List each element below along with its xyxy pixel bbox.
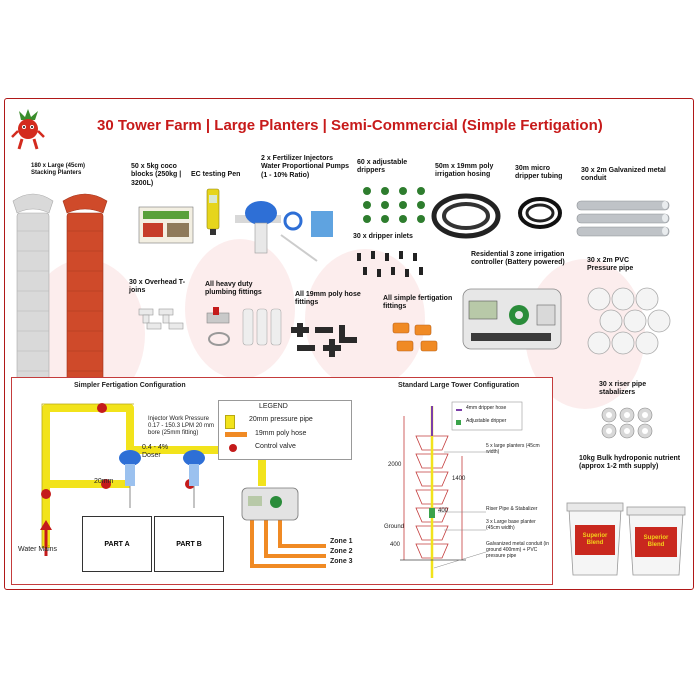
hose-fittings-label: All 19mm poly hose fittings — [295, 291, 361, 307]
nutrient-label: 10kg Bulk hydroponic nutrient (approx 1-… — [579, 455, 681, 471]
tower-base-note: 3 x Large base planter (45cm width) — [486, 519, 536, 531]
hose-fittings-image — [291, 323, 357, 357]
poly-hose-label: 50m x 19mm poly irrigation hosing — [435, 163, 494, 179]
coco-blocks-image — [138, 206, 194, 244]
stacking-planters-image — [12, 193, 108, 394]
tower-depth-400: 400 — [390, 542, 401, 548]
plumbing-fittings-image — [206, 307, 282, 346]
fertigation-fittings-image — [392, 322, 438, 352]
water-mains-label: Water Mains — [18, 546, 58, 553]
fertigation-legend: LEGEND 20mm pressure pipe 19mm poly hose… — [218, 400, 352, 460]
micro-tube-label: 30m micro dripper tubing — [515, 165, 563, 181]
page-title: 30 Tower Farm | Large Planters | Semi-Co… — [97, 117, 603, 134]
controller-label: Residential 3 zone irrigation controller… — [471, 251, 565, 267]
stabalizers-label: 30 x riser pipe stabalizers — [599, 381, 647, 397]
zone-2-label: Zone 2 — [330, 548, 353, 555]
nutrient-brand-left: Superior Blend — [582, 533, 608, 546]
legend-poly-label: 19mm poly hose — [255, 430, 307, 437]
conduit-label: 30 x 2m Galvanized metal conduit — [581, 167, 666, 183]
irrigation-controller-image — [462, 288, 562, 350]
fertigation-schematic — [40, 403, 326, 568]
tower-height-1400: 1400 — [452, 476, 466, 482]
dripper-inlets-label: 30 x dripper inlets — [353, 233, 413, 240]
nutrient-tubs-image — [566, 502, 686, 576]
coco-label: 50 x 5kg coco blocks (250kg | 3200L) — [131, 163, 182, 187]
tower-diagram-title: Standard Large Tower Configuration — [398, 382, 520, 389]
legend-title: LEGEND — [259, 403, 288, 410]
tower-schematic — [400, 401, 523, 578]
tower-legend-dripper-hose: 4mm dripper hose — [466, 405, 507, 411]
injectors-label: 2 x Fertilizer Injectors Water Proportio… — [261, 155, 350, 179]
tower-legend-adjustable-dripper: Adjustable dripper — [466, 418, 507, 424]
pvc-pipe-image — [587, 287, 671, 355]
part-b-tank: PART B — [154, 516, 224, 572]
tower-riser-note: Riser Pipe & Stabalizer — [486, 506, 538, 512]
legend-valve-swatch — [229, 444, 237, 452]
tower-planters-note: 5 x large planters (45cm width) — [486, 443, 540, 455]
legend-pressure-label: 20mm pressure pipe — [249, 416, 313, 423]
plumbing-label: All heavy duty plumbing fittings — [205, 281, 262, 297]
product-sheet: 30 Tower Farm | Large Planters | Semi-Co… — [4, 98, 694, 590]
legend-pressure-swatch — [225, 415, 235, 429]
injector-pressure-note: Injector Work Pressure 0.17 - 150.3 LPM … — [148, 416, 215, 436]
poly-hose-coil-image — [431, 193, 501, 239]
drippers-image — [363, 187, 425, 223]
fertigation-diagram-title: Simpler Fertigation Configuration — [74, 382, 186, 389]
legend-valve-label: Control valve — [255, 443, 296, 450]
ec-pen-image — [206, 188, 220, 235]
zone-3-label: Zone 3 — [330, 558, 353, 565]
doser-label: 0.4 - 4% Doser — [142, 444, 169, 460]
tower-height-2000: 2000 — [388, 462, 402, 468]
drippers-label: 60 x adjustable drippers — [357, 159, 408, 175]
planters-label: 180 x Large (45cm) Stacking Planters — [31, 163, 86, 177]
pipe-size-label: 20mm — [94, 478, 114, 485]
tower-height-400-above: 400 — [438, 508, 449, 514]
dripper-inlets-image — [357, 251, 423, 277]
ec-pen-label: EC testing Pen — [191, 171, 241, 178]
fert-fittings-label: All simple fertigation fittings — [383, 295, 453, 311]
galvanized-conduit-image — [576, 200, 670, 237]
legend-poly-swatch — [225, 432, 247, 437]
nutrient-brand-right: Superior Blend — [643, 535, 669, 548]
fertigation-diagram-panel: Simpler Fertigation Configuration — [11, 377, 553, 585]
micro-tube-coil-image — [518, 197, 562, 229]
tower-ground-label: Ground — [384, 524, 405, 530]
zone-1-label: Zone 1 — [330, 538, 353, 545]
pvc-label: 30 x 2m PVC Pressure pipe — [587, 257, 634, 273]
brand-logo — [11, 109, 45, 150]
riser-stabalizers-image — [601, 407, 653, 439]
tjoins-label: 30 x Overhead T-joins — [129, 279, 186, 295]
part-a-tank: PART A — [82, 516, 152, 572]
tjoins-image — [138, 308, 184, 330]
tower-conduit-note: Galvanized metal conduit (in ground 400m… — [486, 541, 550, 559]
fertilizer-injector-image — [235, 201, 333, 262]
